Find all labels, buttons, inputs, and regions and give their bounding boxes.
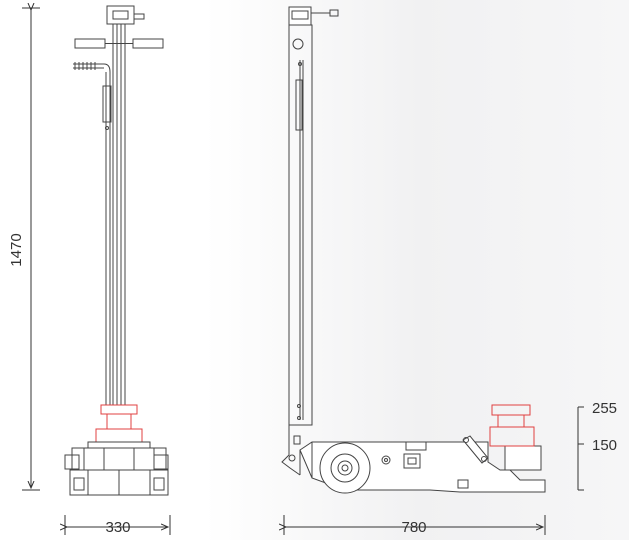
- extension-height-label: 255: [592, 400, 617, 417]
- front-width-label: 330: [105, 519, 130, 536]
- side-view: [281, 6, 546, 494]
- front-view: [64, 5, 169, 496]
- saddle-height-label: 150: [592, 437, 617, 454]
- dimension-lines: [22, 8, 584, 535]
- overall-height-label: 1470: [8, 233, 25, 266]
- side-length-label: 780: [401, 519, 426, 536]
